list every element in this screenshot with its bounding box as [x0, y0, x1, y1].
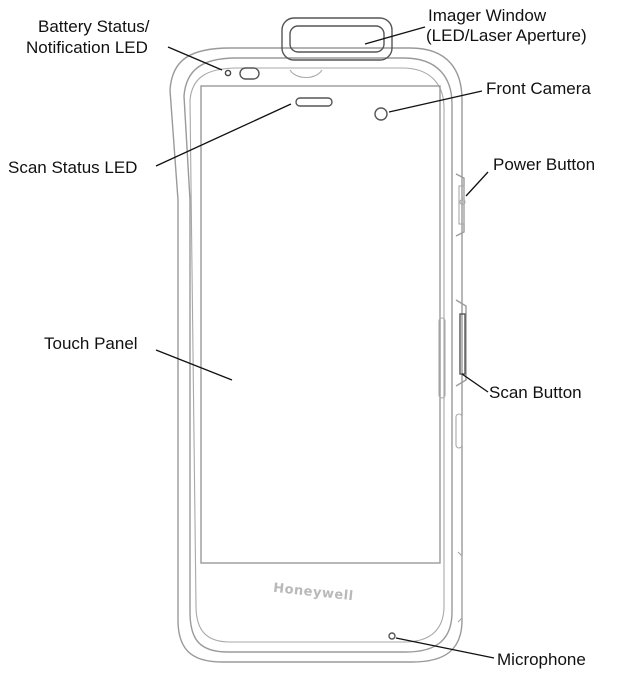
scan-button [455, 299, 467, 387]
leader-front-camera [388, 90, 483, 113]
side-slot [438, 317, 446, 399]
label-imager-line1: Imager Window [428, 6, 547, 25]
brand-logo: Honeywell [272, 581, 354, 604]
label-scan-button: Scan Button [489, 383, 582, 402]
leader-power-button [465, 171, 489, 197]
scan-status-led [295, 97, 333, 107]
leader-microphone [395, 637, 495, 659]
leader-scan-button [461, 373, 489, 393]
leader-battery-led [167, 46, 223, 71]
touch-panel-screen [200, 85, 441, 564]
device-inner-bezel [183, 57, 453, 653]
label-touch-panel: Touch Panel [44, 334, 138, 353]
side-accessory-slot [455, 413, 463, 449]
leader-imager-window [364, 26, 426, 45]
power-icon [459, 197, 466, 206]
label-scan-status-led: Scan Status LED [8, 158, 138, 177]
power-button-cap [458, 185, 465, 225]
leader-touch-panel [155, 349, 233, 381]
battery-led-dot [224, 69, 232, 77]
front-camera-lens [374, 107, 388, 121]
imager-window-housing [281, 17, 393, 61]
label-battery-led-line1: Battery Status/ [38, 17, 150, 36]
label-power-button: Power Button [493, 155, 596, 174]
top-notch [289, 69, 323, 79]
notification-led [239, 67, 260, 80]
label-imager-line2: (LED/Laser Aperture) [426, 26, 587, 45]
label-microphone: Microphone [497, 650, 586, 669]
device-outer-body [169, 47, 463, 663]
label-front-camera: Front Camera [486, 79, 591, 98]
microphone-hole [388, 632, 396, 640]
label-battery-led-line2: Notification LED [26, 38, 148, 57]
leader-scan-status-led [155, 103, 292, 167]
lower-edge-detail [457, 551, 463, 623]
device-front-face [189, 67, 445, 643]
